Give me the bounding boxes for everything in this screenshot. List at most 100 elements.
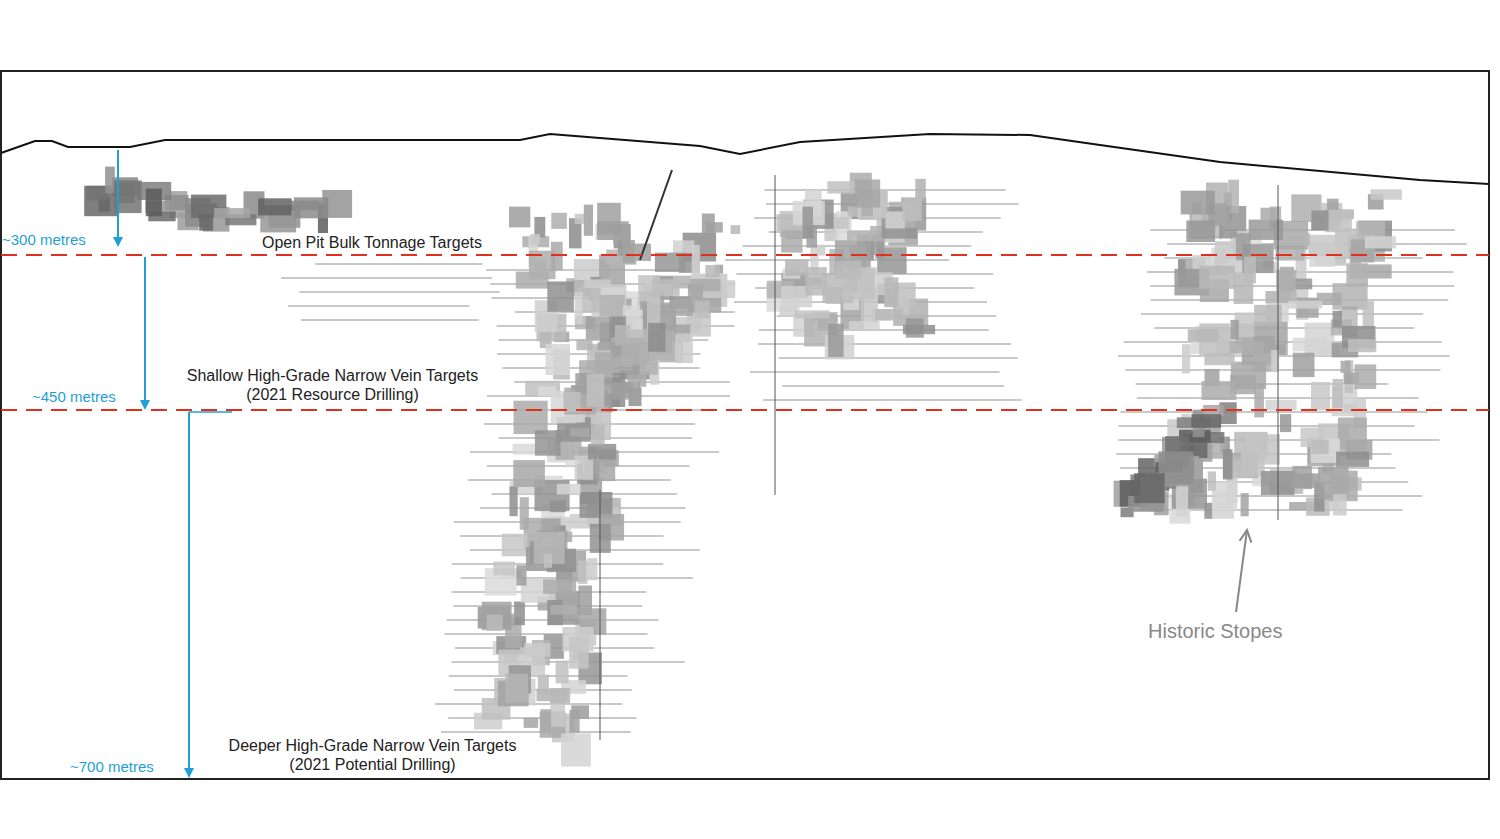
drill-level — [779, 358, 1018, 359]
stope-block — [1336, 452, 1369, 467]
stope-block — [569, 710, 579, 733]
stope-block — [1348, 339, 1376, 352]
stope-block — [1182, 344, 1190, 373]
stope-block — [550, 605, 577, 615]
stope-block — [1230, 320, 1238, 340]
stope-block — [612, 382, 640, 399]
stope-block — [551, 213, 567, 229]
stope-block — [1346, 263, 1368, 287]
stope-block — [1181, 191, 1215, 215]
stope-block — [623, 240, 635, 263]
stope-block — [1333, 311, 1342, 328]
stope-block — [482, 602, 512, 630]
drill-level — [758, 344, 1011, 345]
stope-block — [1311, 440, 1328, 454]
stope-block — [569, 637, 589, 669]
stope-block — [1333, 494, 1347, 515]
stope-block — [915, 179, 926, 201]
stope-block — [827, 181, 859, 193]
stope-block — [502, 534, 528, 557]
stope-block — [599, 295, 625, 317]
stope-block — [1308, 235, 1344, 256]
stope-block — [902, 198, 921, 221]
stope-block — [1280, 414, 1291, 432]
stope-block — [1371, 189, 1402, 199]
stope-block — [1333, 379, 1344, 408]
depth-arrow — [117, 150, 119, 245]
target-label: Open Pit Bulk Tonnage Targets — [260, 233, 484, 252]
stope-block — [541, 709, 552, 731]
stope-block — [1311, 382, 1330, 410]
depth-arrow — [144, 257, 146, 408]
callout-label: Historic Stopes — [1148, 619, 1283, 643]
stope-block — [1265, 291, 1289, 303]
stope-block — [1261, 208, 1277, 222]
stope-block — [785, 260, 808, 276]
drill-level — [763, 400, 1022, 401]
stope-block — [1134, 473, 1165, 503]
stope-block — [214, 208, 250, 218]
stope-block — [875, 309, 902, 320]
stope-block — [591, 425, 605, 445]
stope-block — [1188, 329, 1219, 342]
stope-block — [535, 430, 561, 455]
stope-block — [584, 279, 611, 288]
stope-block — [648, 323, 665, 352]
stope-block — [706, 222, 723, 232]
stope-block — [1311, 210, 1328, 230]
stope-block — [1202, 381, 1237, 400]
stope-block — [705, 265, 719, 278]
stope-block — [597, 203, 621, 235]
stope-block — [570, 428, 589, 436]
stope-block — [780, 306, 798, 317]
stope-block — [1341, 361, 1351, 373]
stope-block — [520, 497, 529, 530]
stope-block — [1294, 279, 1312, 290]
stope-block — [588, 444, 616, 460]
stope-block — [587, 558, 597, 580]
stope-block — [587, 374, 605, 407]
drill-level — [1125, 370, 1440, 371]
stope-block — [547, 281, 574, 311]
stope-block — [551, 242, 563, 271]
stope-block — [578, 561, 588, 584]
stope-block — [781, 231, 802, 253]
stope-block — [546, 344, 571, 375]
stope-block — [513, 460, 545, 487]
drill-level — [750, 372, 999, 373]
stope-block — [1176, 484, 1188, 517]
stope-block — [690, 279, 721, 291]
stope-block — [538, 675, 549, 695]
drill-level — [1120, 412, 1427, 413]
drill-level — [765, 190, 1006, 191]
stope-block — [514, 401, 548, 434]
stope-block — [580, 492, 613, 518]
target-label: Shallow High-Grade Narrow Vein Targets (… — [178, 366, 487, 404]
stope-block — [828, 324, 844, 357]
stope-block — [661, 303, 693, 316]
leader-line — [1236, 530, 1247, 612]
stope-block — [692, 245, 700, 277]
stope-block — [1338, 418, 1367, 451]
depth-tick — [189, 411, 232, 413]
stope-block — [530, 234, 540, 244]
stope-block — [258, 198, 292, 215]
stope-block — [516, 565, 526, 585]
stope-block — [695, 301, 710, 319]
stope-block — [487, 615, 503, 631]
stope-block — [1254, 384, 1264, 417]
stope-block — [1229, 341, 1264, 353]
stope-block — [1293, 353, 1315, 377]
stope-block — [561, 733, 591, 766]
stope-block — [544, 554, 552, 568]
drill-level — [1118, 356, 1450, 357]
drill-hole — [1278, 185, 1279, 520]
drill-level — [315, 264, 482, 265]
stope-block — [105, 167, 115, 194]
stope-block — [1266, 400, 1297, 411]
stope-block — [1288, 301, 1322, 309]
stope-block — [1363, 301, 1374, 327]
stope-block — [586, 316, 611, 340]
stope-block — [550, 500, 566, 512]
stope-block — [1325, 210, 1352, 233]
